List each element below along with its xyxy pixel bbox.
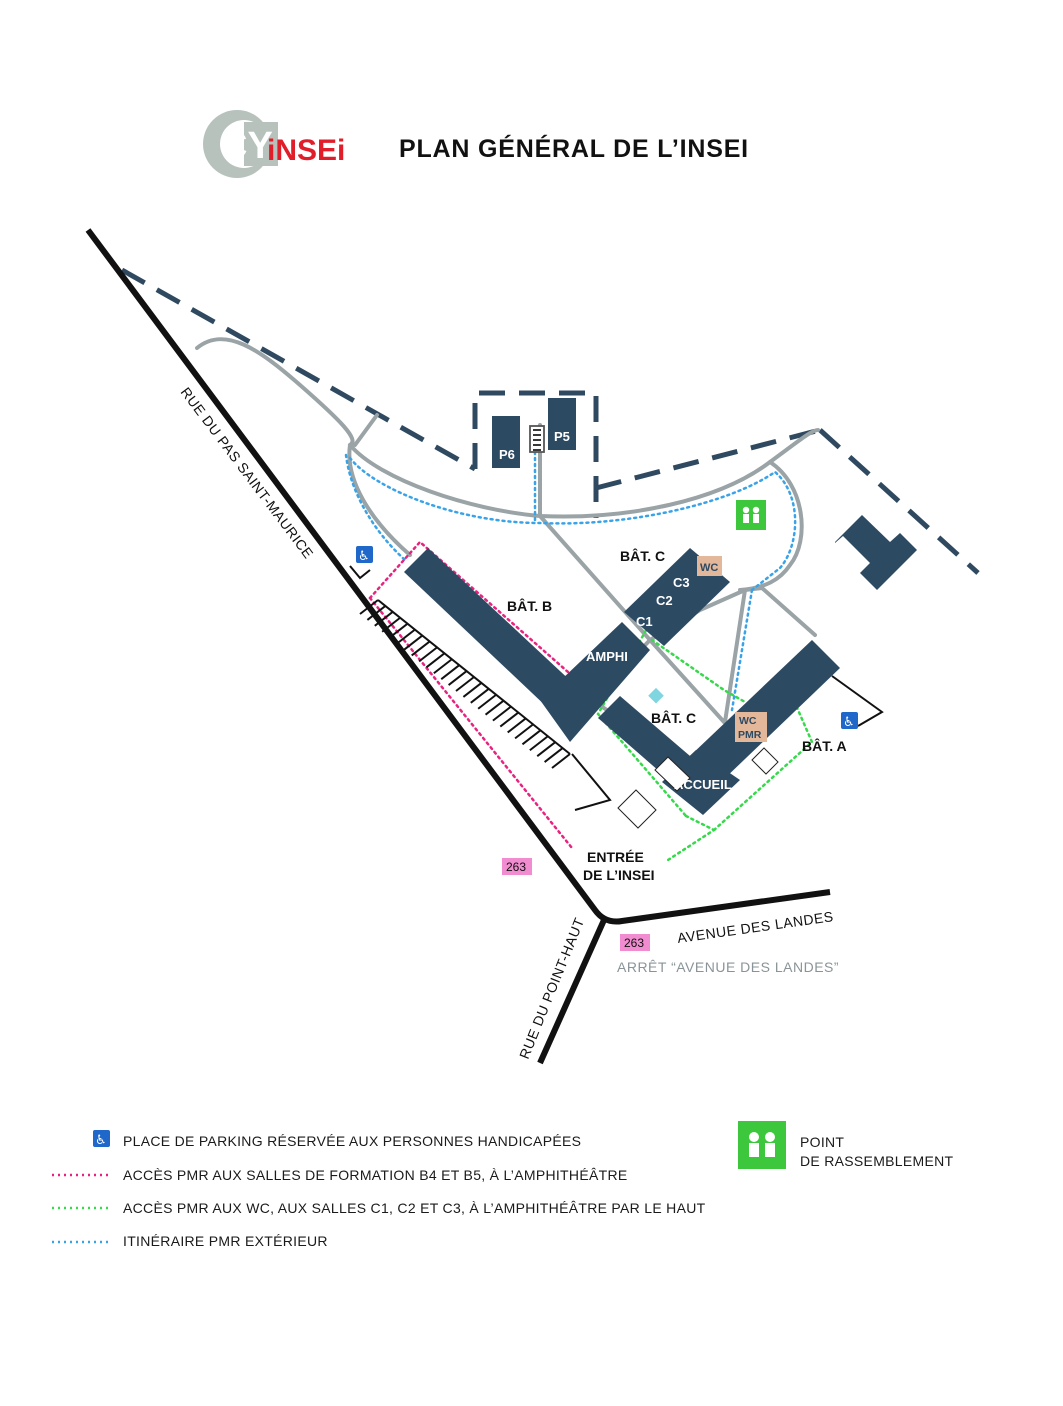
parking-space-line xyxy=(551,753,571,769)
parking-space-line xyxy=(529,735,549,752)
wc-pmr-box xyxy=(735,712,767,742)
parking-space-line xyxy=(411,640,431,657)
parking-space-line xyxy=(418,646,438,663)
p6-label: P6 xyxy=(499,447,515,462)
parking-space-line xyxy=(462,682,482,698)
parking-space-line xyxy=(396,628,416,645)
wc-pmr-label-1: WC xyxy=(739,715,757,727)
assembly-point-icon xyxy=(736,500,766,530)
site-boundary xyxy=(120,267,980,575)
parking-space-line xyxy=(433,658,453,675)
parking-space-line xyxy=(477,693,497,710)
parking-space-line xyxy=(484,699,505,716)
parking-space-line xyxy=(470,688,490,704)
building-amphi xyxy=(540,622,650,742)
parking-space-line xyxy=(514,723,534,740)
parking-space-line xyxy=(366,605,386,621)
building-b xyxy=(404,548,575,710)
streets xyxy=(85,228,831,1065)
legend-assembly-1: POINT xyxy=(800,1134,844,1150)
svg-text:♿: ♿ xyxy=(358,549,370,564)
logo-letters: CY xyxy=(220,125,273,167)
pmr-route-blue xyxy=(344,438,797,712)
building-p5 xyxy=(548,398,576,450)
entrance-label-1: ENTRÉE xyxy=(587,849,644,865)
parking-space-line xyxy=(455,676,475,692)
bus-stop-number: 263 xyxy=(506,860,526,874)
parking-space-line xyxy=(507,717,527,734)
page-title: PLAN GÉNÉRAL DE L’INSEI xyxy=(399,134,749,163)
wheelchair-icon: ♿ xyxy=(841,712,858,730)
parking-space-line xyxy=(536,741,556,757)
bat-c-bottom-label: BÂT. C xyxy=(651,709,696,726)
wc-label: WC xyxy=(700,562,718,574)
entrance-label-2: DE L’INSEI xyxy=(583,867,655,883)
c2-label: C2 xyxy=(656,593,673,608)
legend-assembly-2: DE RASSEMBLEMENT xyxy=(800,1153,954,1169)
svg-text:♿: ♿ xyxy=(95,1133,107,1148)
legend: ♿ PLACE DE PARKING RÉSERVÉE AUX PERSONNE… xyxy=(52,1121,954,1249)
road-label-avenue-landes: AVENUE DES LANDES xyxy=(676,908,834,946)
parking-spaces xyxy=(349,565,884,811)
parking-space-line xyxy=(388,622,409,639)
stairs-icon xyxy=(529,425,545,453)
bus-stop-number: 263 xyxy=(624,936,644,950)
cy-logo: CY xyxy=(203,110,278,178)
parking-space-line xyxy=(374,611,394,627)
c3-label: C3 xyxy=(673,575,690,590)
legend-parking: PLACE DE PARKING RÉSERVÉE AUX PERSONNES … xyxy=(123,1133,581,1149)
legend-pink: ACCÈS PMR AUX SALLES DE FORMATION B4 ET … xyxy=(123,1167,628,1183)
road-label-pas-saint-maurice: RUE DU PAS SAINT-MAURICE xyxy=(178,384,317,561)
bat-c-top-label: BÂT. C xyxy=(620,547,665,564)
parking-space-line xyxy=(381,616,401,633)
building-p6 xyxy=(492,416,520,468)
courtyard-marker xyxy=(648,687,664,704)
bat-b-label: BÂT. B xyxy=(507,597,552,614)
parking-space-line xyxy=(492,705,512,722)
building-h xyxy=(835,515,917,590)
amphi-label: AMPHI xyxy=(586,649,628,664)
building-accueil xyxy=(662,750,740,815)
legend-blue: ITINÉRAIRE PMR EXTÉRIEUR xyxy=(123,1233,328,1249)
wc-pmr-label-2: PMR xyxy=(738,729,762,741)
stairs-icon xyxy=(617,747,779,829)
parking-space-line xyxy=(425,652,446,669)
parking-space-line xyxy=(440,664,460,680)
assembly-point-icon xyxy=(738,1121,786,1169)
grey-paths xyxy=(195,337,820,788)
wheelchair-icon: ♿ xyxy=(356,546,373,564)
bus-stop-marker: 263 xyxy=(502,858,532,875)
brand-name: iNSEi xyxy=(267,134,345,167)
c1-label: C1 xyxy=(636,614,653,629)
parking-space-line xyxy=(359,599,379,615)
wc-box xyxy=(697,556,722,576)
parking-space-line xyxy=(448,670,468,686)
svg-text:♿: ♿ xyxy=(843,715,855,730)
parking-space-line xyxy=(521,729,542,746)
legend-green: ACCÈS PMR AUX WC, AUX SALLES C1, C2 ET C… xyxy=(123,1200,706,1216)
accueil-label: ACCUEIL xyxy=(674,777,732,792)
bat-a-label: BÂT. A xyxy=(802,737,847,754)
parking-space-line xyxy=(544,747,564,763)
parking-space-line xyxy=(499,711,519,728)
bus-stop-marker: 263 xyxy=(620,934,650,951)
wheelchair-icon: ♿ xyxy=(93,1130,110,1148)
bus-stop-name: ARRÊT “AVENUE DES LANDES” xyxy=(617,959,839,975)
parking-space-line xyxy=(403,634,423,651)
p5-label: P5 xyxy=(554,429,570,444)
